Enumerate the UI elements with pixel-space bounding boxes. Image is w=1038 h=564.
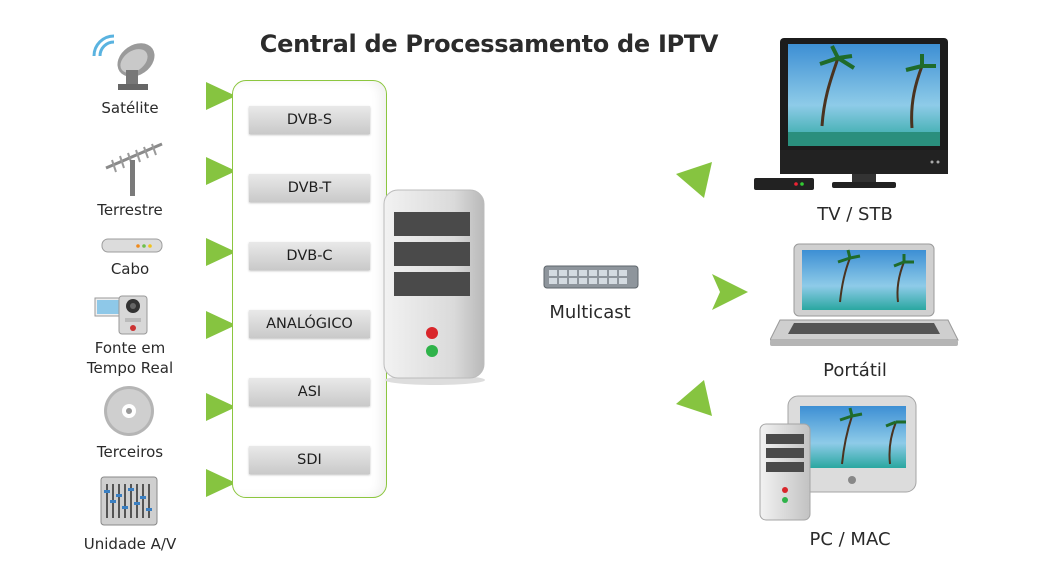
input-slot-analogico: ANALÓGICO [249, 310, 370, 338]
output-arrow [674, 160, 714, 204]
input-slot-asi: ASI [249, 378, 370, 406]
source-label-fonte-tempo-real: Fonte em Tempo Real [86, 339, 174, 377]
input-slot-dvb-c: DVB-C [249, 242, 370, 270]
input-arrow [206, 469, 236, 497]
dest-label-tv-stb: TV / STB [817, 204, 893, 225]
laptop-icon [769, 242, 960, 356]
av-mixer-icon [100, 476, 158, 530]
source-label-satelite: Satélite [101, 99, 159, 117]
input-arrow [206, 157, 236, 185]
camera-icon [93, 292, 157, 340]
input-arrow [206, 82, 236, 110]
dest-label-portatil: Portátil [823, 360, 887, 381]
server-icon [380, 186, 490, 390]
diagram-title: Central de Processamento de IPTV [259, 30, 719, 58]
input-slot-dvb-t: DVB-T [249, 174, 370, 202]
source-label-cabo: Cabo [110, 260, 150, 278]
desktop-pc-icon [756, 394, 926, 528]
network-switch-icon [543, 264, 639, 294]
output-arrow [712, 274, 750, 314]
multicast-label: Multicast [549, 302, 631, 323]
disc-icon [100, 385, 158, 441]
input-arrow [206, 311, 236, 339]
source-label-unidade-av: Unidade A/V [83, 535, 177, 553]
source-label-terceiros: Terceiros [96, 443, 164, 461]
satellite-dish-icon [92, 34, 162, 96]
cable-modem-icon [100, 236, 164, 260]
antenna-icon [100, 138, 170, 202]
tv-stb-icon [752, 36, 952, 200]
output-arrow [674, 378, 714, 422]
dest-label-pc-mac: PC / MAC [809, 529, 891, 550]
input-slot-dvb-s: DVB-S [249, 106, 370, 134]
input-arrow [206, 238, 236, 266]
source-label-terrestre: Terrestre [97, 201, 163, 219]
input-panel [232, 80, 387, 498]
input-slot-sdi: SDI [249, 446, 370, 474]
input-arrow [206, 393, 236, 421]
